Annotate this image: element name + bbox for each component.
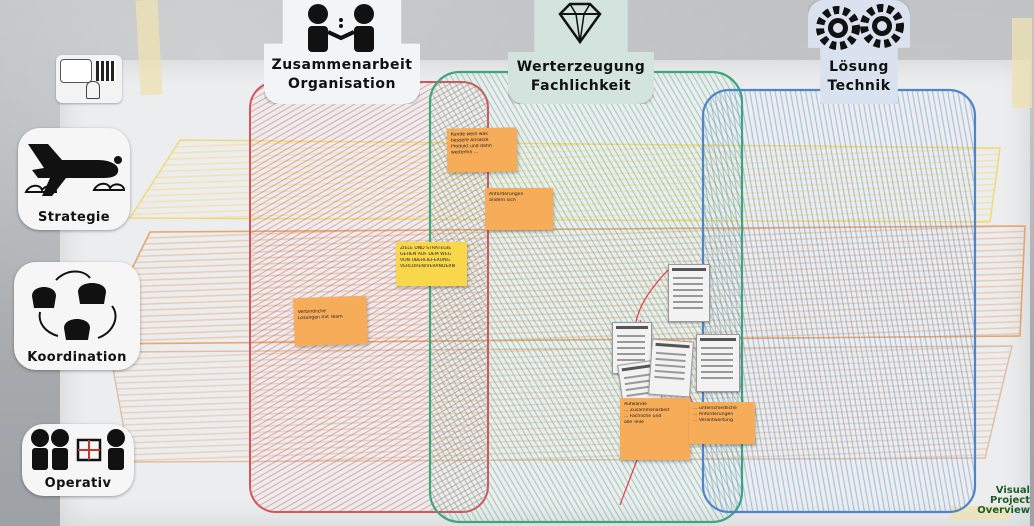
note-line: ... Anforderungen — [693, 412, 734, 417]
sticky-note: Aufwände ... Zusammenarbeit ... Fachlich… — [620, 398, 690, 460]
note-line: VON ÜBERLIEFERUNG — [400, 258, 451, 263]
note-line: Aufwände — [624, 402, 647, 407]
sticky-note: Anforderungen ändern sich — [485, 188, 553, 230]
mini-card — [648, 338, 694, 398]
sticky-note: Verbindliche Lösungen mit Team — [293, 295, 368, 347]
brand-line: Overview — [977, 505, 1030, 516]
mini-card — [696, 334, 740, 392]
gears-icon — [816, 4, 904, 50]
column-title-line1: Zusammenarbeit — [271, 57, 413, 73]
qr-card — [56, 55, 122, 103]
qr-code-icon — [96, 61, 116, 81]
sticky-note: ZIELE UND STRATEGIE GEHEN AUF DEM WEG VO… — [396, 242, 467, 286]
note-line: Anforderungen — [489, 192, 524, 197]
brand-line: Project — [989, 495, 1030, 506]
note-line: ... Verantwortung — [693, 418, 733, 423]
column-title-line2: Technik — [827, 78, 891, 94]
brand-line: Visual — [995, 485, 1030, 496]
row-label-operativ: Operativ — [44, 476, 112, 491]
note-line: VERLOREN/VERÄNDERN — [400, 264, 456, 269]
note-line: ... Fachliche und — [624, 414, 662, 419]
people-handshake-icon — [308, 4, 374, 52]
note-line: GEHEN AUF DEM WEG — [400, 252, 452, 257]
airplane-icon — [24, 144, 126, 196]
header-card-organisation — [264, 0, 420, 104]
brand-logo: Visual Project Overview — [977, 486, 1030, 516]
column-title-organisation: Zusammenarbeit Organisation — [264, 56, 420, 94]
sticky-note: ... unterschiedliche ... Anforderungen .… — [689, 402, 755, 444]
note-line: ändern sich — [489, 198, 516, 203]
note-line: alle Teile — [624, 420, 644, 425]
mini-card — [668, 264, 710, 322]
tape — [950, 506, 1010, 520]
row-label-koordination: Koordination — [27, 350, 127, 365]
column-title-fachlichkeit: Werterzeugung Fachlichkeit — [508, 58, 654, 96]
row-label-strategie: Strategie — [38, 210, 110, 225]
column-title-technik: Lösung Technik — [818, 58, 900, 96]
note-line: ZIELE UND STRATEGIE — [400, 246, 452, 251]
note-line: Lösungen mit Team — [297, 314, 343, 322]
note-line: ... unterschiedliche — [693, 406, 737, 411]
sticky-note: Kunde weiß was bessere Ansätze Produkt u… — [446, 127, 518, 173]
note-line: weiterhin ... — [451, 150, 479, 156]
row-card-koordination — [14, 262, 140, 370]
note-line: ... Zusammenarbeit — [624, 408, 670, 413]
column-title-line2: Fachlichkeit — [530, 78, 632, 94]
column-title-line2: Organisation — [288, 76, 396, 92]
column-title-line1: Werterzeugung — [516, 59, 646, 75]
tape — [1012, 18, 1032, 108]
column-title-line1: Lösung — [829, 59, 889, 75]
team-gift-icon — [31, 429, 125, 470]
person-icon — [86, 81, 100, 99]
technik-column — [701, 88, 977, 514]
speech-bubble — [60, 59, 92, 83]
cupcakes-icon — [32, 270, 117, 340]
diamond-icon — [558, 2, 602, 45]
